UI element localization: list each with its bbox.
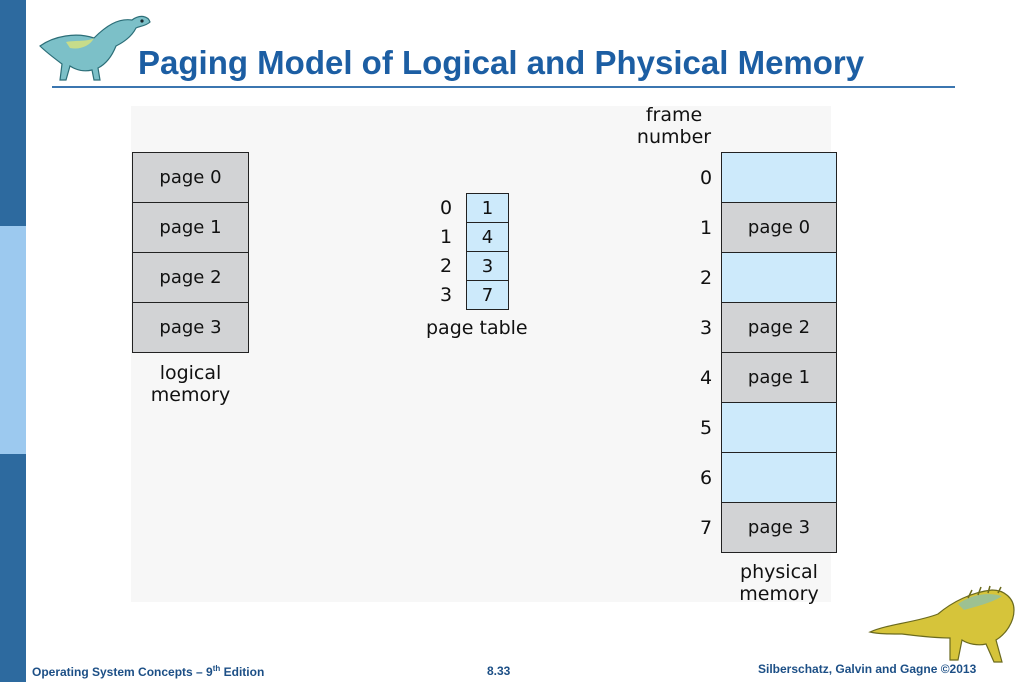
logical-page-3: page 3 <box>132 302 249 353</box>
logical-memory-label-line1: logical <box>159 362 222 384</box>
page-table-label: page table <box>426 317 528 339</box>
logical-page-2: page 2 <box>132 252 249 303</box>
page-table-entry-2: 3 <box>466 251 509 281</box>
dinosaur-logo-icon <box>868 585 1015 663</box>
logical-memory-label: logical memory <box>132 362 249 406</box>
frame-number-header-line1: frame <box>645 104 703 126</box>
logical-page-1: page 1 <box>132 202 249 253</box>
frame-number-4: 4 <box>700 367 713 389</box>
footer-book-suffix: Edition <box>220 665 265 679</box>
footer-authors: Silberschatz, Galvin and Gagne ©2013 <box>758 662 977 676</box>
physical-frame-0 <box>721 152 837 203</box>
frame-number-3: 3 <box>700 317 713 339</box>
frame-number-2: 2 <box>700 267 713 289</box>
page-table-entry-1: 4 <box>466 222 509 252</box>
physical-memory-label: physical memory <box>721 561 837 605</box>
page-table-index-0: 0 <box>440 197 453 219</box>
frame-number-6: 6 <box>700 467 713 489</box>
physical-frame-2 <box>721 252 837 303</box>
page-table-entry-0: 1 <box>466 193 509 223</box>
physical-frame-7: page 3 <box>721 502 837 553</box>
sidebar-accent <box>0 226 26 454</box>
physical-frame-3: page 2 <box>721 302 837 353</box>
title-divider <box>52 86 955 88</box>
logical-memory-label-line2: memory <box>150 384 231 406</box>
frame-number-0: 0 <box>700 167 713 189</box>
page-table-index-3: 3 <box>440 284 453 306</box>
logical-page-0: page 0 <box>132 152 249 203</box>
physical-frame-1: page 0 <box>721 202 837 253</box>
frame-number-7: 7 <box>700 517 713 539</box>
frame-number-5: 5 <box>700 417 713 439</box>
frame-number-header-line2: number <box>636 126 712 148</box>
page-table-entry-3: 7 <box>466 280 509 310</box>
physical-memory-label-line2: memory <box>739 583 819 605</box>
slide-number: 8.33 <box>487 664 511 678</box>
page-table-index-1: 1 <box>440 226 453 248</box>
frame-number-header: frame number <box>622 104 726 148</box>
frame-number-1: 1 <box>700 217 713 239</box>
dinosaur-logo-icon <box>39 15 151 81</box>
physical-frame-4: page 1 <box>721 352 837 403</box>
footer-book-prefix: Operating System Concepts – 9 <box>32 665 213 679</box>
footer-book-title: Operating System Concepts – 9th Edition <box>32 664 264 679</box>
physical-frame-5 <box>721 402 837 453</box>
footer-book-sup: th <box>212 664 221 673</box>
physical-memory-label-line1: physical <box>740 561 818 583</box>
physical-frame-6 <box>721 452 837 503</box>
slide-title: Paging Model of Logical and Physical Mem… <box>138 44 865 81</box>
page-table-index-2: 2 <box>440 255 453 277</box>
